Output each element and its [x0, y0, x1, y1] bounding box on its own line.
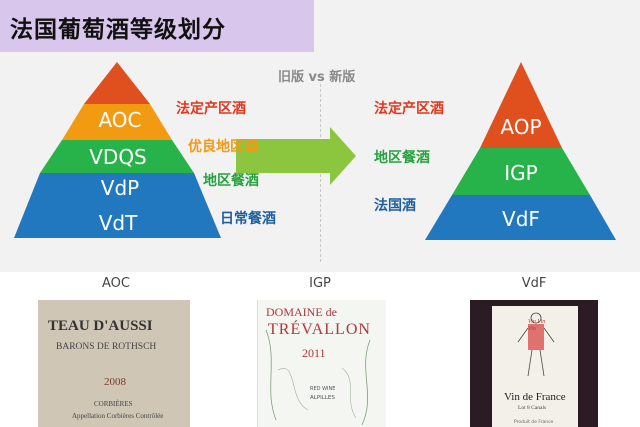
igp-label-line-4: RED WINE [310, 386, 336, 392]
aoc-label-line-4: CORBIÈRES [94, 400, 133, 408]
right-arrow-icon [236, 127, 356, 185]
aoc-label-year: 2008 [104, 376, 126, 388]
new-tier-label-vdf: VdF [502, 207, 540, 231]
new-tiers [425, 62, 616, 240]
aoc-label-line-5: Appellation Corbières Contrôlée [72, 412, 164, 420]
title-bar: 法国葡萄酒等级划分 [0, 0, 314, 52]
old-label-vdt: 日常餐酒 [220, 211, 276, 227]
new-label-igp: 地区餐酒 [374, 150, 430, 166]
new-tier-vdf [425, 195, 616, 240]
bottle-caption-vdf: VdF [521, 276, 547, 291]
old-pyramid: AOC VDQS VdP VdT AOP IGP VdF [14, 62, 616, 240]
vdf-label-line-4: Vin Vin Vin [528, 319, 546, 332]
page-title: 法国葡萄酒等级划分 [10, 17, 226, 43]
old-tiers [14, 62, 221, 238]
igp-label-year: 2011 [302, 346, 326, 360]
aoc-label-line-2: BARONS DE ROTHSCH [56, 342, 157, 352]
old-tier-label-vdp: VdP [101, 176, 139, 200]
bottle-caption-aoc: AOC [102, 276, 130, 291]
old-tier-vdp [40, 140, 194, 173]
new-tier-aop [480, 62, 562, 148]
bottle-photo-aoc: TEAU D'AUSSI BARONS DE ROTHSCH 2008 CORB… [38, 300, 190, 427]
aoc-label-line-1: TEAU D'AUSSI [48, 318, 153, 334]
old-tier-aoc [84, 62, 150, 104]
vdf-label-line-3: Produit de France [514, 420, 554, 425]
old-label-aoc: 法定产区酒 [176, 101, 246, 117]
comparison-title: 旧版 vs 新版 [278, 70, 356, 85]
igp-label-line-1: DOMAINE de [266, 305, 337, 319]
new-tier-label-aop: AOP [500, 115, 541, 139]
old-tier-label-vdqs: VDQS [89, 145, 147, 169]
old-tier-vdqs [62, 104, 172, 140]
bottle-caption-igp: IGP [309, 276, 331, 291]
new-label-vdf: 法国酒 [374, 198, 416, 214]
old-label-vdp: 地区餐酒 [203, 173, 259, 189]
new-label-aop: 法定产区酒 [374, 101, 444, 117]
bottle-photo-vdf: Vin Vin Vin Vin de France Lot 8 Canals P… [470, 300, 598, 427]
vdf-label-paper: Vin Vin Vin Vin de France Lot 8 Canals P… [492, 306, 578, 427]
old-tier-label-vdt: VdT [99, 211, 138, 235]
old-tier-label-aoc: AOC [98, 108, 141, 132]
vdf-label-line-2: Lot 8 Canals [518, 405, 547, 411]
bottle-photo-igp: DOMAINE de TRÉVALLON 2011 RED WINE ALPIL… [257, 300, 386, 427]
new-tier-label-igp: IGP [504, 161, 537, 185]
igp-label-line-5: ALPILLES [310, 395, 335, 401]
old-label-vdqs: 优良地区酒 [188, 139, 258, 155]
old-tier-vdt [14, 173, 221, 238]
igp-sketch-icon [265, 329, 371, 426]
vdf-figure-icon [517, 312, 555, 377]
igp-label-line-2: TRÉVALLON [268, 321, 371, 338]
vdf-label-line-1: Vin de France [504, 391, 566, 403]
new-tier-igp [452, 148, 590, 195]
